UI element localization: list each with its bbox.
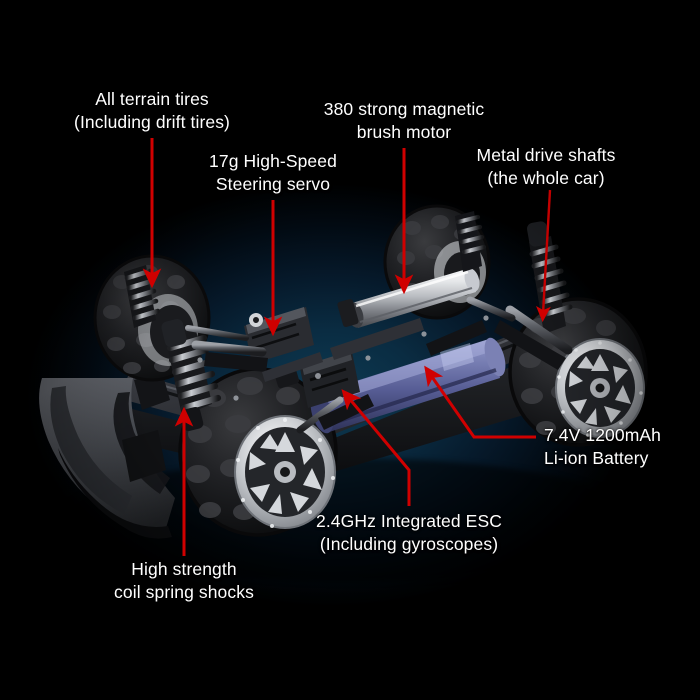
callout-brush-motor: 380 strong magnetic brush motor xyxy=(323,99,485,143)
leader-integrated-esc xyxy=(341,389,411,506)
callout-integrated-esc: 2.4GHz Integrated ESC (Including gyrosco… xyxy=(316,511,502,555)
callout-li-ion-battery: 7.4V 1200mAh Li-ion Battery xyxy=(544,425,661,469)
leader-li-ion-battery xyxy=(424,365,536,439)
callout-coil-spring-shocks: High strength coil spring shocks xyxy=(114,559,254,603)
callout-all-terrain-tires: All terrain tires (Including drift tires… xyxy=(74,89,230,133)
callout-steering-servo: 17g High-Speed Steering servo xyxy=(209,151,337,195)
leader-metal-drive-shafts xyxy=(536,189,552,323)
callout-metal-drive-shafts: Metal drive shafts (the whole car) xyxy=(476,145,616,189)
